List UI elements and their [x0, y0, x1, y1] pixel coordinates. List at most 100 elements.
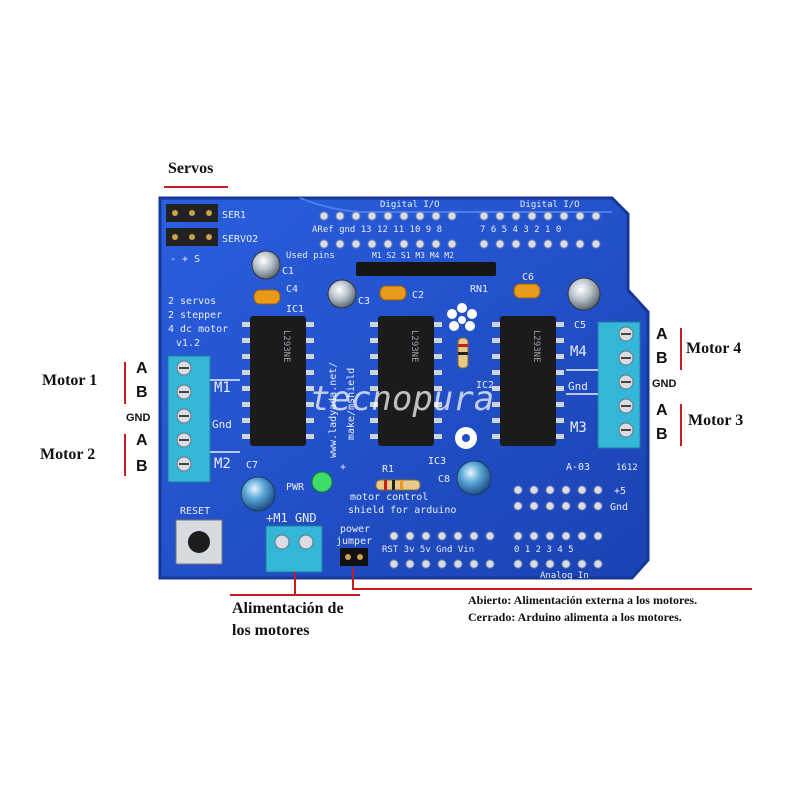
- silk-makeshield: make/mshield: [346, 368, 357, 440]
- silk-shield-for: shield for arduino: [348, 505, 456, 516]
- silk-c2: C2: [412, 290, 424, 301]
- silk-ladyada: www.ladyada.net/: [328, 362, 339, 458]
- gnd-left-label: GND: [126, 412, 151, 424]
- silk-analog-in: Analog In: [540, 571, 589, 581]
- motor2-b: B: [136, 458, 148, 475]
- silk-info-2: 2 stepper: [168, 310, 222, 321]
- silk-motor-control: motor control: [350, 492, 428, 503]
- motor3-bracket: [680, 404, 682, 446]
- ic3-chip: [370, 316, 442, 446]
- resistors: [375, 337, 469, 491]
- adafruit-logo: [447, 303, 477, 331]
- silk-servo2: SERVO2: [222, 234, 258, 245]
- resistor-network-rn1: [356, 262, 496, 276]
- silk-digital-left-pins: ARef gnd 13 12 11 10 9 8: [312, 225, 442, 235]
- servos-underline: [164, 186, 228, 188]
- external-power-terminal: [265, 525, 323, 573]
- motor4-b: B: [656, 350, 668, 367]
- silk-year: 1612: [616, 463, 638, 473]
- silk-c8: C8: [438, 474, 450, 485]
- silk-ic1: IC1: [286, 304, 304, 315]
- reset-button-graphic: [175, 519, 223, 565]
- jumper-open-note: Abierto: Alimentación externa a los moto…: [468, 593, 698, 607]
- silk-used-pins: Used pins: [286, 251, 335, 261]
- electrolytic-capacitors: [240, 250, 601, 512]
- digital-header-pads: [319, 211, 601, 249]
- servo-headers: [166, 204, 218, 246]
- jumper-pointer: [352, 568, 354, 590]
- silk-info-4: v1.2: [176, 338, 200, 349]
- silk-jumper: jumper: [336, 536, 372, 547]
- power-label-line1: Alimentación de: [232, 600, 344, 617]
- silk-power-pins: RST 3v 5v Gnd Vin: [382, 545, 474, 555]
- motor1-label: Motor 1: [42, 372, 98, 389]
- pwr-led: [311, 471, 333, 493]
- motor3-a: A: [656, 402, 668, 419]
- jumper-closed-note: Cerrado: Arduino alimenta a los motores.: [468, 610, 682, 624]
- silk-info-3: 4 dc motor: [168, 324, 228, 335]
- silk-plus5: +5: [614, 486, 626, 497]
- silk-c7: C7: [246, 460, 258, 471]
- silk-info-1: 2 servos: [168, 296, 216, 307]
- jumper-underline: [352, 588, 752, 590]
- motor1-bracket: [124, 362, 126, 404]
- silk-reset: RESET: [180, 506, 210, 517]
- motor3-label: Motor 3: [688, 412, 744, 429]
- silk-ext-power: +M1 GND: [266, 511, 317, 525]
- ic1-chip: [242, 316, 314, 446]
- chip3-marking: L293NE: [409, 330, 419, 363]
- silk-m1: M1: [214, 380, 231, 396]
- silk-ic2: IC2: [476, 380, 494, 391]
- ceramic-capacitors: [253, 283, 541, 305]
- silk-digital-right-pins: 7 6 5 4 3 2 1 0: [480, 225, 561, 235]
- silk-c5: C5: [574, 320, 586, 331]
- motor2-a: A: [136, 432, 148, 449]
- silk-c4: C4: [286, 284, 298, 295]
- watermark: tecnopura: [310, 379, 494, 419]
- silk-used-pins-map: M1 S2 S1 M3 M4 M2: [372, 251, 454, 260]
- silk-power: power: [340, 524, 370, 535]
- motor3-b: B: [656, 426, 668, 443]
- servos-label: Servos: [168, 160, 214, 177]
- silk-ic3: IC3: [428, 456, 446, 467]
- motor2-bracket: [124, 434, 126, 476]
- silk-c1: C1: [282, 266, 294, 277]
- motor4-label: Motor 4: [686, 340, 742, 357]
- silk-digital-io-left: Digital I/O: [380, 200, 440, 210]
- power-underline: [230, 594, 360, 596]
- open-hardware-gear: [455, 427, 477, 449]
- silk-ser1: SER1: [222, 210, 246, 221]
- chip2-marking: L293NE: [531, 330, 541, 363]
- gnd-right-label: GND: [652, 378, 677, 390]
- motor4-bracket: [680, 328, 682, 370]
- silk-c3: C3: [358, 296, 370, 307]
- silk-gnd-5: Gnd: [610, 502, 628, 513]
- power-pointer: [294, 572, 296, 594]
- chip1-marking: L293NE: [281, 330, 291, 363]
- silk-plus: +: [340, 462, 346, 473]
- silk-pwr: PWR: [286, 482, 305, 493]
- analog-header-pads: [513, 485, 603, 569]
- silk-servo-pins: - + S: [170, 254, 200, 265]
- silk-gnd-right: Gnd: [568, 380, 588, 393]
- motor1-b: B: [136, 384, 148, 401]
- silk-code: A-03: [566, 462, 590, 473]
- silk-analog-pins: 0 1 2 3 4 5: [514, 545, 574, 555]
- power-header-pads: [389, 531, 495, 569]
- terminal-block-left: [167, 355, 211, 483]
- motor4-a: A: [656, 326, 668, 343]
- silk-c6: C6: [522, 272, 534, 283]
- terminal-block-right: [597, 321, 641, 449]
- silk-r1: R1: [382, 464, 394, 475]
- silk-m2: M2: [214, 456, 231, 472]
- silk-m4: M4: [570, 344, 587, 360]
- silk-digital-io-right: Digital I/O: [520, 200, 580, 210]
- power-label-line2: los motores: [232, 622, 310, 639]
- power-jumper: [340, 548, 368, 566]
- motor1-a: A: [136, 360, 148, 377]
- ic2-chip: [492, 316, 564, 446]
- motor2-label: Motor 2: [40, 446, 96, 463]
- silk-m3: M3: [570, 420, 587, 436]
- silk-gnd-left: Gnd: [212, 418, 232, 431]
